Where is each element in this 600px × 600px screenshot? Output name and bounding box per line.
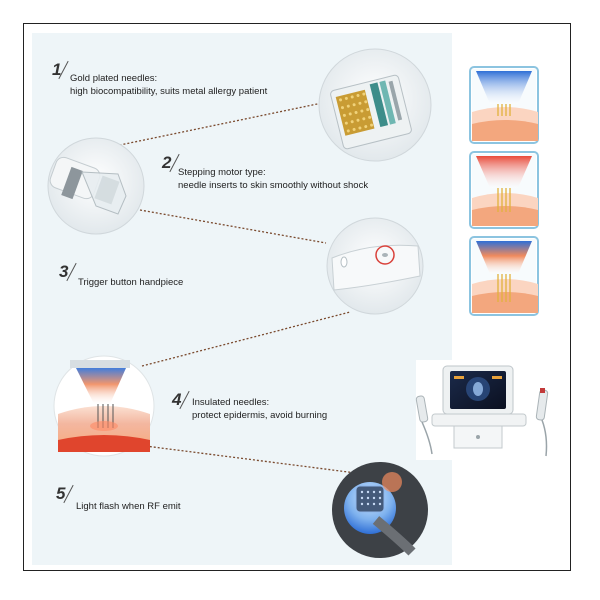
- feature-title: Stepping motor type:: [178, 167, 266, 178]
- feature-description: protect epidermis, avoid burning: [192, 410, 328, 421]
- feature-description: high biocompatibility, suits metal aller…: [70, 86, 268, 97]
- feature-title: Insulated needles:: [192, 397, 270, 408]
- feature-number: 5: [56, 484, 66, 503]
- feature-description: needle inserts to skin smoothly without …: [178, 180, 369, 191]
- feature-5-text: Light flash when RF emit: [76, 500, 181, 513]
- needle-depth-diagram-mixed: [469, 236, 539, 316]
- rf-microneedle-machine-photo: [415, 360, 549, 460]
- feature-title: Trigger button handpiece: [78, 277, 184, 288]
- feature-2-text: Stepping motor type: needle inserts to s…: [178, 166, 368, 192]
- feature-3-text: Trigger button handpiece: [78, 276, 183, 289]
- trigger-handpiece-photo: [326, 217, 424, 315]
- feature-1-text: Gold plated needles: high biocompatibili…: [70, 72, 267, 98]
- feature-title: Light flash when RF emit: [76, 501, 181, 512]
- needle-depth-diagram-red: [469, 151, 539, 229]
- light-flash-photo: [332, 462, 428, 558]
- connector-lines: [95, 102, 357, 474]
- gold-needle-cartridge-photo: [318, 48, 432, 162]
- feature-number: 4: [172, 390, 182, 409]
- insulated-needles-skin-illustration: [53, 355, 155, 457]
- feature-4-text: Insulated needles: protect epidermis, av…: [192, 396, 327, 422]
- feature-number: 3: [59, 262, 69, 281]
- needle-depth-diagram-blue: [469, 66, 539, 144]
- feature-title: Gold plated needles:: [70, 73, 158, 84]
- feature-number: 2: [162, 153, 172, 172]
- feature-number: 1: [52, 60, 62, 79]
- stepping-motor-tip-photo: [47, 137, 145, 235]
